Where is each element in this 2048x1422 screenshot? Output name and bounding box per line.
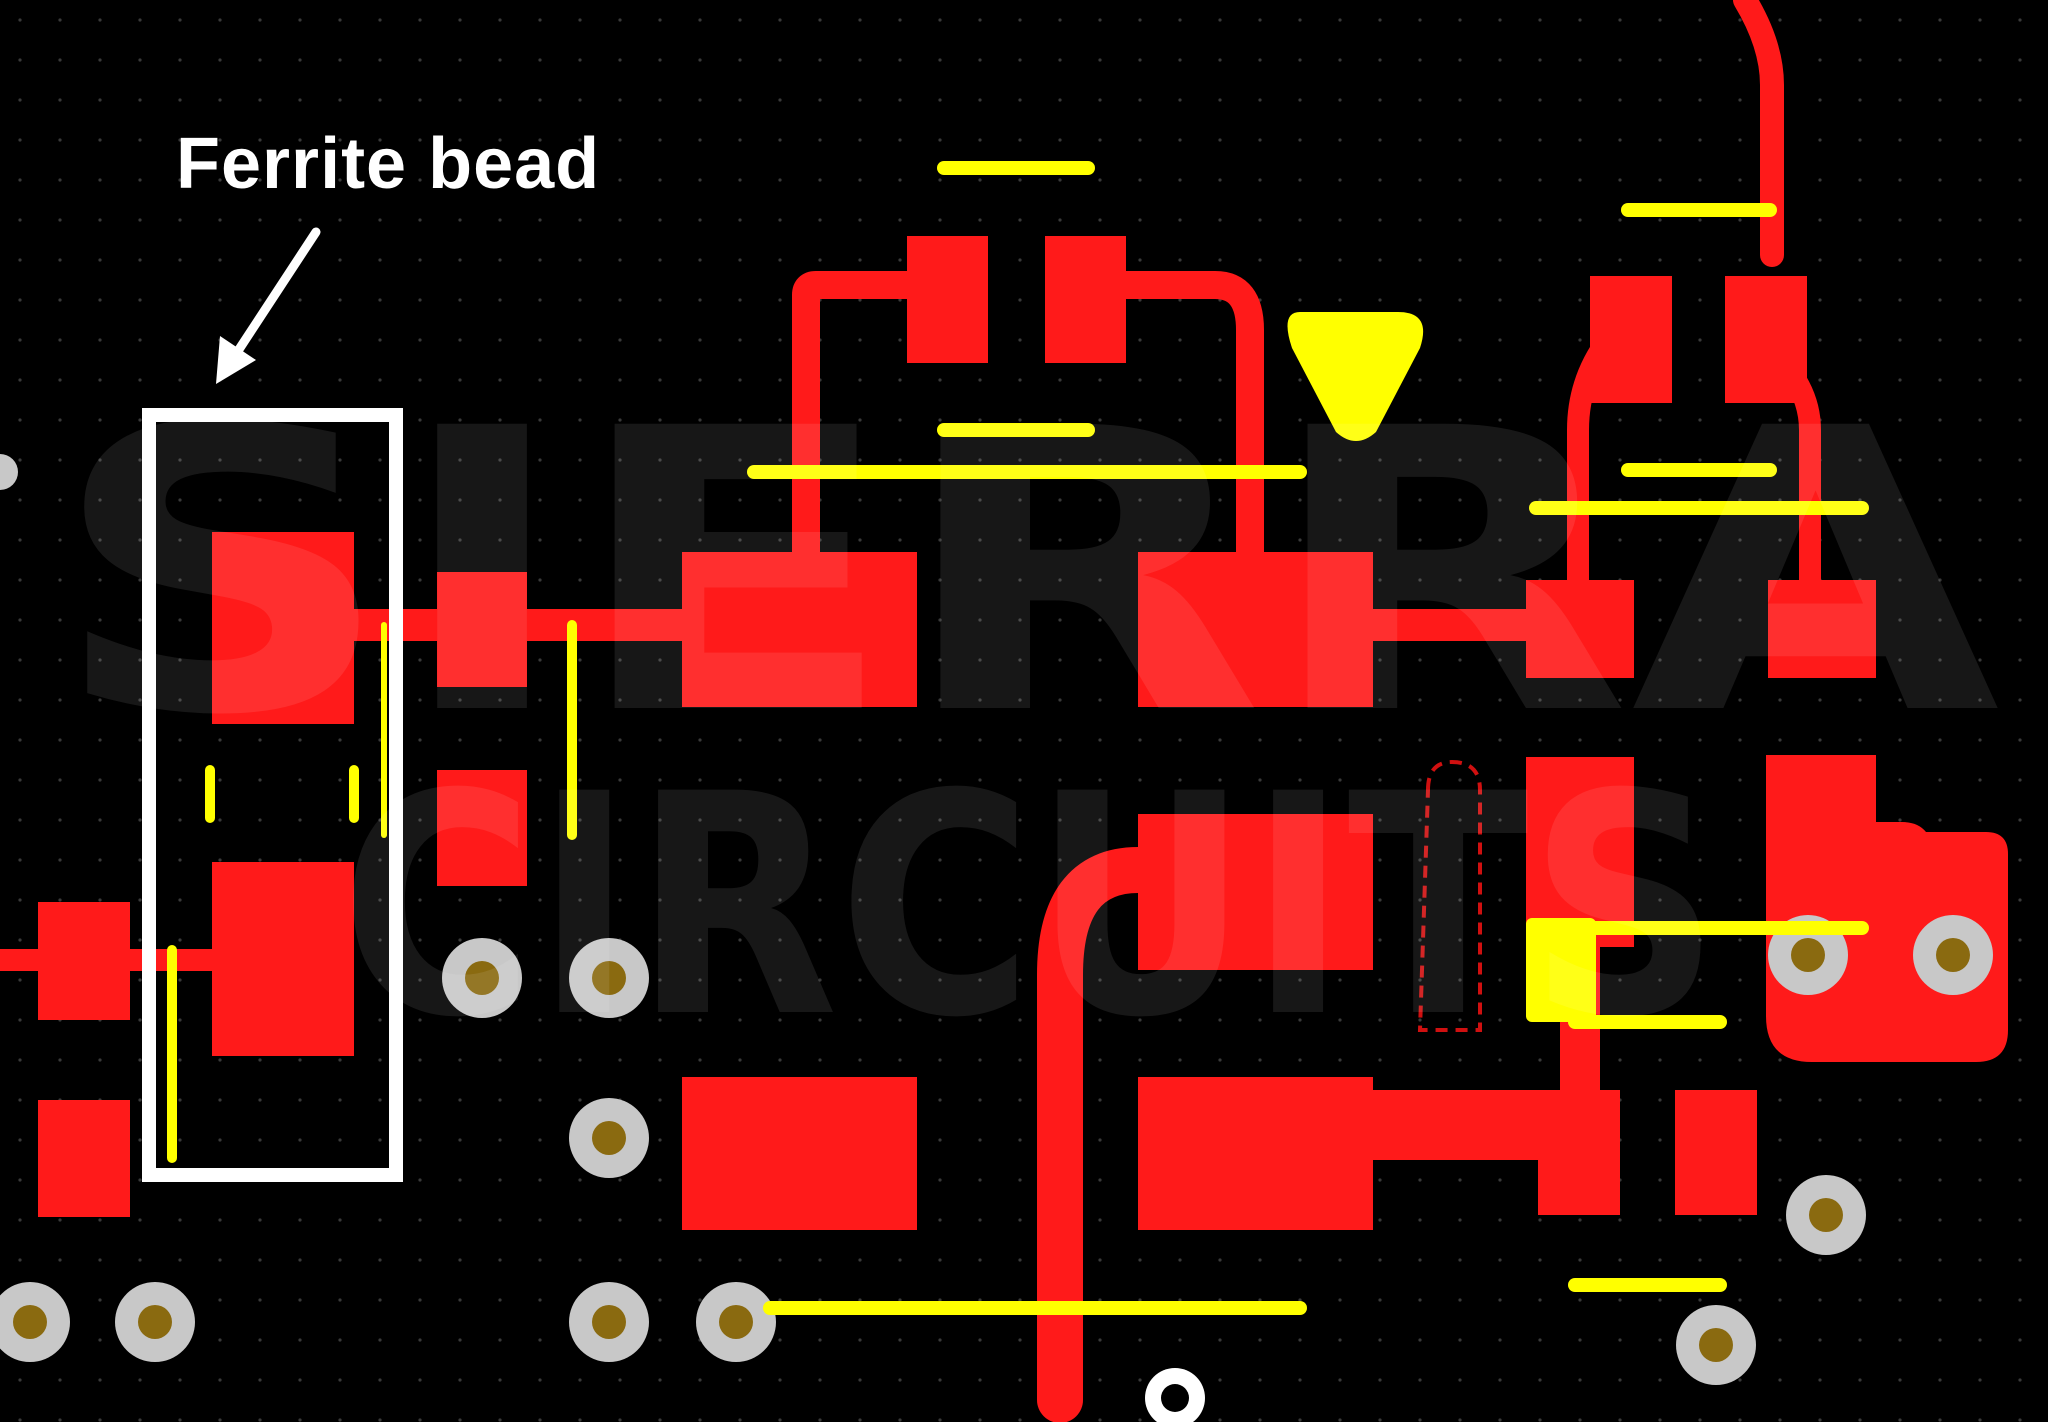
via [115, 1282, 195, 1362]
pin1-marker [1526, 918, 1596, 1022]
arrow-icon [216, 227, 321, 384]
ferrite-bead-label: Ferrite bead [176, 124, 601, 204]
via [1786, 1175, 1866, 1255]
watermark: SIERRA CIRCUITS [50, 346, 2003, 1084]
watermark-line2: CIRCUITS [340, 729, 1720, 1084]
via [569, 1282, 649, 1362]
ferrite-bead-highlight-box [142, 408, 403, 1182]
silkscreen-fills [1287, 312, 1596, 1022]
silkscreen [167, 161, 1869, 1315]
via [1676, 1305, 1756, 1385]
via [442, 938, 522, 1018]
via [0, 1282, 70, 1362]
via [1913, 915, 1993, 995]
ferrite-bead-pad-1 [212, 532, 354, 724]
polarity-marker [1287, 312, 1424, 441]
component-outline [1417, 759, 1482, 1032]
via [569, 1098, 649, 1178]
via [696, 1282, 776, 1362]
copper-pads [38, 236, 2008, 1230]
ferrite-bead-pad-2 [212, 862, 354, 1056]
via [569, 938, 649, 1018]
